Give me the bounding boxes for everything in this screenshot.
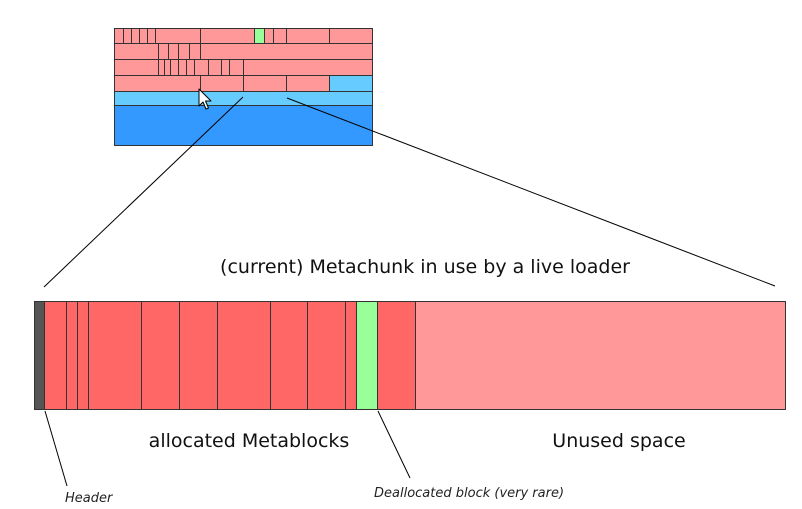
deallocated-callout-line [377,410,411,479]
deallocated-block [356,301,378,410]
overview-lightblue-band [114,91,373,106]
metablock [345,301,357,410]
header-callout-line [44,410,68,487]
metablock [77,301,89,410]
deallocated-label: Deallocated block (very rare) [374,486,564,501]
zoom-line-left [43,96,244,288]
header-label: Header [65,491,114,506]
overview-row-2 [114,43,373,60]
metablock [141,301,180,410]
metablock [179,301,218,410]
zoom-line-right [286,97,776,287]
metaspace-overview [114,28,373,146]
allocated-label: allocated Metablocks [149,430,350,452]
callout-lines [44,410,411,487]
mouse-pointer-icon [198,88,212,110]
unused-space [415,301,786,410]
overview-lightblue-corner [329,75,373,92]
diagram-title: (current) Metachunk in use by a live loa… [220,256,630,278]
overview-row-1 [114,28,373,44]
metablock [377,301,416,410]
metablock [307,301,346,410]
metablock [88,301,142,410]
zoom-lines [43,96,776,288]
overview-blue-area [114,105,373,146]
overview-row-4 [114,75,330,92]
metablock [44,301,67,410]
metablock [217,301,271,410]
overview-row-3 [114,59,373,76]
unused-label: Unused space [552,430,685,452]
metachunk-bar [34,301,786,410]
header-block [34,301,45,410]
metablock [66,301,78,410]
metablock [270,301,308,410]
